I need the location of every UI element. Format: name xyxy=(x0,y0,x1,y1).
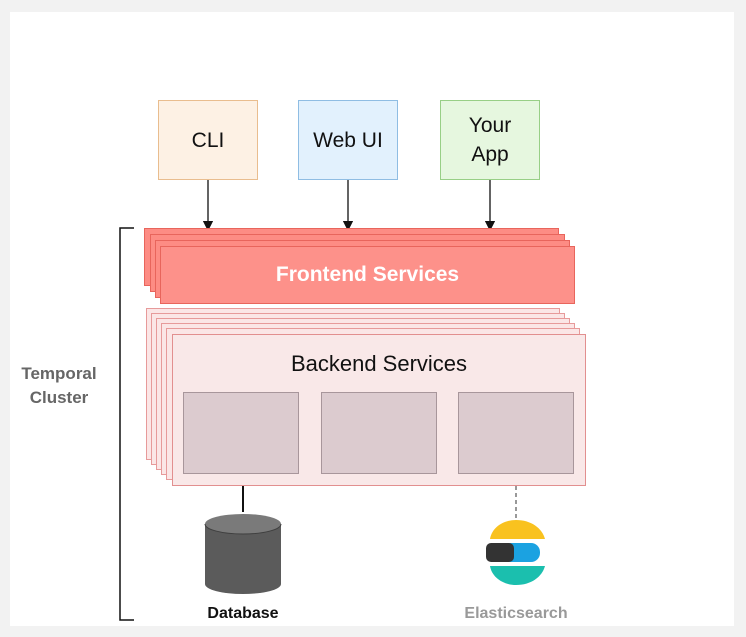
elasticsearch-icon xyxy=(486,520,545,585)
elasticsearch-label: Elasticsearch xyxy=(464,605,568,622)
frontend-services-box: Frontend Services xyxy=(160,246,575,304)
backend-services-label: Backend Services xyxy=(290,351,468,376)
temporal-cluster-label: Temporal Cluster xyxy=(21,364,97,407)
backend-services-box: Backend Services xyxy=(172,334,586,486)
service-box-1 xyxy=(183,392,299,474)
your-app-label: Your App xyxy=(468,114,512,166)
frontend-services-label: Frontend Services xyxy=(275,263,460,286)
web-ui-box: Web UI xyxy=(298,100,398,180)
cluster-bracket xyxy=(119,227,134,621)
database-icon xyxy=(204,514,282,594)
service-box-2 xyxy=(321,392,437,474)
database-label: Database xyxy=(207,605,279,622)
web-ui-label: Web UI xyxy=(313,128,383,152)
cli-box: CLI xyxy=(158,100,258,180)
your-app-box: Your App xyxy=(440,100,540,180)
cli-label: CLI xyxy=(191,128,225,152)
service-box-3 xyxy=(458,392,574,474)
